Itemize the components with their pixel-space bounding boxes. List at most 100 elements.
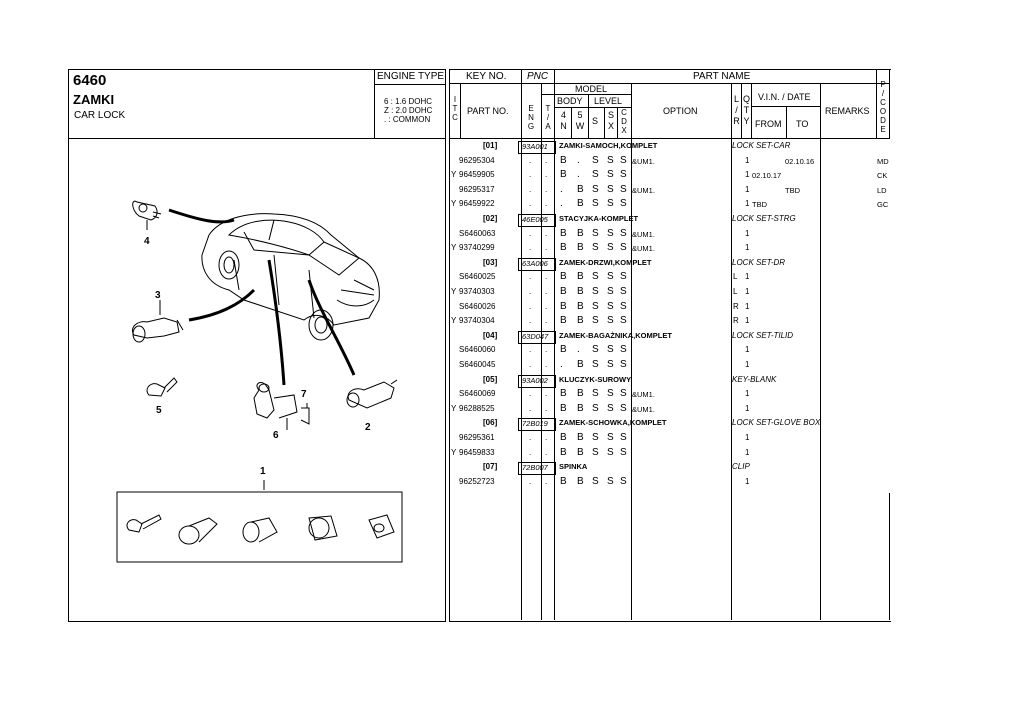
row-level-sx: S <box>607 344 614 356</box>
row-from: 02.10.17 <box>752 171 782 181</box>
row-qty: 1 <box>745 316 750 326</box>
row-level-s: S <box>592 198 599 210</box>
pnc-box <box>518 257 556 271</box>
row-qty: 1 <box>745 184 750 194</box>
col-vin-date: V.I.N. / DATE <box>758 92 811 102</box>
row-option: &UM1. <box>632 185 655 195</box>
group-pnc: 46E005 <box>522 215 548 224</box>
group-name-en: LOCK SET-DR <box>732 257 786 267</box>
row-ta: . <box>545 360 548 369</box>
car-illustration <box>201 213 380 341</box>
row-eng: . <box>529 360 532 369</box>
row-to: TBD <box>785 185 800 195</box>
row-level-sx: S <box>607 402 614 414</box>
row-ta: . <box>545 316 548 326</box>
row-from: TBD <box>752 200 767 210</box>
row-eng: . <box>529 287 532 296</box>
group-key: [06] <box>483 418 498 428</box>
pnc-box <box>518 330 556 344</box>
group-name-en: LOCK SET-GLOVE BOX <box>732 418 821 428</box>
row-eng: . <box>529 476 532 486</box>
part-5-drawing <box>146 377 178 397</box>
row-level-cdx: S <box>620 198 627 210</box>
row-level-cdx: S <box>620 300 627 312</box>
group-name: ZAMEK-SCHOWKA,KOMPLET <box>559 418 667 428</box>
left-panel <box>68 69 446 622</box>
row-eng: . <box>529 184 532 194</box>
row-ta: . <box>545 184 548 194</box>
row-eng: . <box>529 403 532 413</box>
row-part-no: S6460063 <box>459 228 496 238</box>
row-level-cdx: S <box>620 286 627 297</box>
row-y-flag: Y <box>451 403 457 413</box>
diagram-label-6: 6 <box>273 430 279 441</box>
row-level-sx: S <box>607 227 614 239</box>
part-2-drawing <box>346 379 398 409</box>
row-body-5w: B <box>577 432 584 443</box>
engine-legend-2: Z : 2.0 DOHC <box>384 106 433 115</box>
row-body-5w: B <box>577 271 584 283</box>
row-qty: 1 <box>745 155 750 165</box>
row-body-4n: . <box>560 359 563 370</box>
group-key: [03] <box>483 257 498 267</box>
engine-legend-1: 6 : 1.6 DOHC <box>384 97 433 106</box>
row-level-sx: S <box>607 432 614 443</box>
row-level-s: S <box>592 271 599 283</box>
row-body-4n: . <box>560 183 563 195</box>
row-level-sx: S <box>607 388 614 400</box>
row-lr: L <box>733 287 738 296</box>
row-body-4n: B <box>560 475 567 487</box>
row-qty: 1 <box>745 389 750 399</box>
row-level-sx: S <box>607 446 614 458</box>
row-body-5w: B <box>577 227 584 239</box>
row-part-no: S6460060 <box>459 345 496 355</box>
group-pnc: 93A001 <box>522 142 548 151</box>
pnc-box <box>518 141 556 154</box>
row-body-4n: B <box>560 227 567 239</box>
row-level-s: S <box>592 315 599 327</box>
row-part-no: 96459922 <box>459 199 495 209</box>
diagram-label-3: 3 <box>155 290 161 301</box>
row-level-sx: S <box>607 154 614 166</box>
row-qty: 1 <box>745 170 750 180</box>
row-level-s: S <box>592 227 599 239</box>
col-to: TO <box>796 119 809 129</box>
row-eng: . <box>529 170 532 180</box>
row-level-s: S <box>592 169 599 181</box>
row-option: &UM1. <box>632 390 655 400</box>
row-ta: . <box>545 433 548 442</box>
diagram-label-5: 5 <box>156 405 162 416</box>
part-1-set-drawing <box>126 514 395 545</box>
row-y-flag: Y <box>451 287 457 296</box>
pnc-box <box>518 374 556 388</box>
group-name: ZAMEK-BAGAŻNIKA,KOMPLET <box>559 330 672 340</box>
row-pcode: LD <box>877 185 887 195</box>
row-body-5w: B <box>577 446 584 458</box>
pnc-box <box>518 462 556 476</box>
row-body-4n: B <box>560 271 567 283</box>
row-level-sx: S <box>607 286 614 297</box>
row-qty: 1 <box>745 360 750 369</box>
row-level-cdx: S <box>620 154 627 166</box>
row-level-s: S <box>592 402 599 414</box>
row-body-5w: B <box>577 198 584 210</box>
group-key: [02] <box>483 214 498 223</box>
row-level-sx: S <box>607 242 614 254</box>
group-name-en: CLIP <box>732 462 750 472</box>
row-ta: . <box>545 403 548 413</box>
row-eng: . <box>529 155 532 165</box>
row-body-4n: B <box>560 388 567 400</box>
group-pnc: 93A002 <box>522 375 548 385</box>
row-level-s: S <box>592 446 599 458</box>
row-ta: . <box>545 301 548 311</box>
row-body-5w: B <box>577 359 584 370</box>
row-pcode: CK <box>877 171 888 181</box>
row-qty: 1 <box>745 243 750 253</box>
row-level-sx: S <box>607 300 614 312</box>
part-3-drawing <box>132 317 184 343</box>
row-eng: . <box>529 301 532 311</box>
row-body-5w: B <box>577 388 584 400</box>
